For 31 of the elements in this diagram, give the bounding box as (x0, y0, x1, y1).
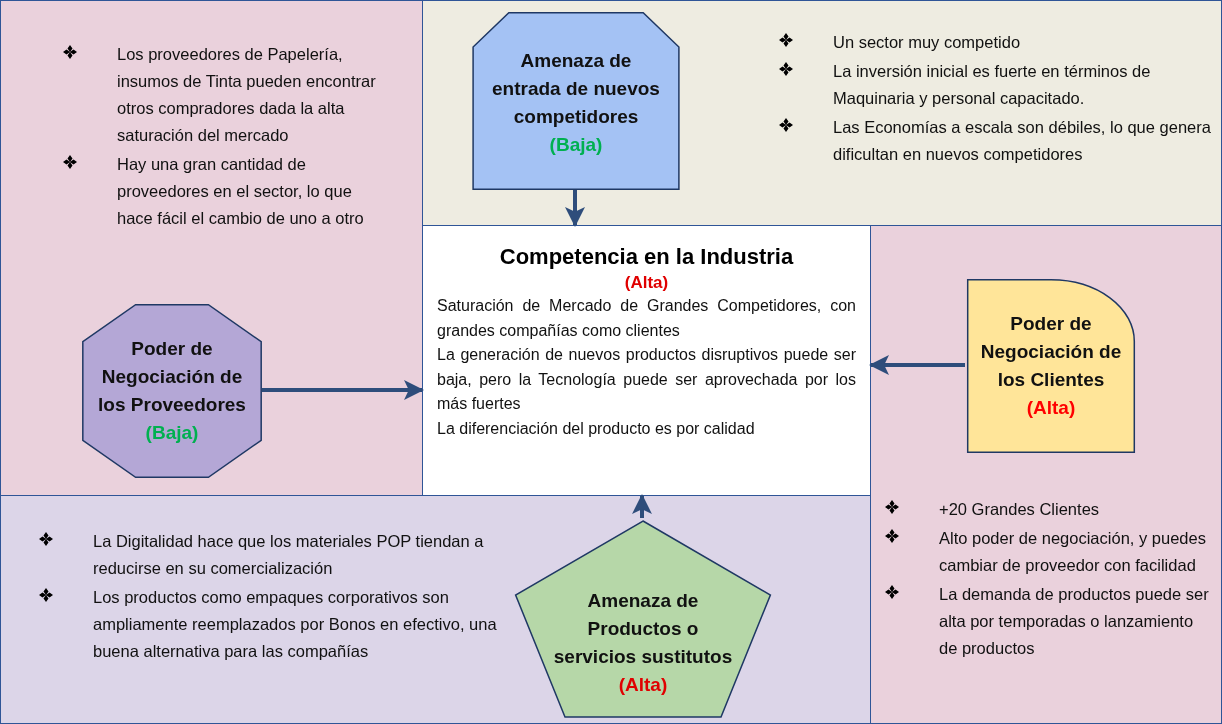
bullet-text: Los productos como empaques corporativos son ampliamente reemplazados por Bonos en efectivo, una buena alternativa para las compañías (93, 587, 498, 662)
force-rating: (Alta) (1026, 396, 1076, 420)
arrow (632, 494, 652, 518)
bullet-text: La inversión inicial es fuerte en términos de Maquinaria y personal capacitado. (833, 61, 1152, 109)
force-rating: (Baja) (145, 421, 199, 445)
center-title: Competencia en la Industria (498, 243, 795, 271)
panel-background (0, 495, 871, 724)
bullet-text: La demanda de productos puede ser alta por temporadas o lanzamiento de productos (939, 584, 1210, 659)
panel-background (422, 0, 1222, 226)
center-paragraph: La generación de nuevos productos disruptivos puede ser baja, pero la Tecnología puede ser aprovechada por los más fuertes (437, 345, 856, 414)
center-paragraph: La diferenciación del producto es por calidad (437, 418, 756, 439)
center-paragraph: Saturación de Mercado de Grandes Competidores, con grandes compañías como clientes (437, 296, 856, 341)
bullet-text: +20 Grandes Clientes (939, 499, 1100, 520)
bullet-text: Alto poder de negociación, y puedes cambiar de proveedor con facilidad (939, 528, 1207, 576)
bullet-text: Las Economías a escala son débiles, lo que genera dificultan en nuevos competidores (833, 117, 1212, 165)
center-rating: (Alta) (623, 272, 670, 294)
panel-background (0, 0, 423, 496)
panel-background (870, 225, 1222, 724)
bullet-text: Hay una gran cantidad de proveedores en el sector, lo que hace fácil el cambio de uno a otro (117, 154, 365, 229)
force-title: Amenaza de Productos o servicios sustitutos (553, 589, 733, 669)
force-title: Poder de Negociación de los Clientes (980, 312, 1122, 392)
arrow (565, 190, 585, 227)
force-rating: (Baja) (549, 133, 603, 157)
arrow (869, 355, 965, 375)
bullet-text: Un sector muy competido (833, 32, 1021, 53)
bullet-text: Los proveedores de Papelería, insumos de Tinta pueden encontrar otros compradores dada la alta saturación del mercado (117, 44, 377, 146)
force-rating: (Alta) (618, 673, 668, 697)
arrow (262, 380, 424, 400)
force-title: Poder de Negociación de los Proveedores (97, 337, 247, 417)
bullet-text: La Digitalidad hace que los materiales POP tiendan a reducirse en su comercialización (93, 531, 485, 579)
force-title: Amenaza de entrada de nuevos competidores (491, 49, 661, 129)
